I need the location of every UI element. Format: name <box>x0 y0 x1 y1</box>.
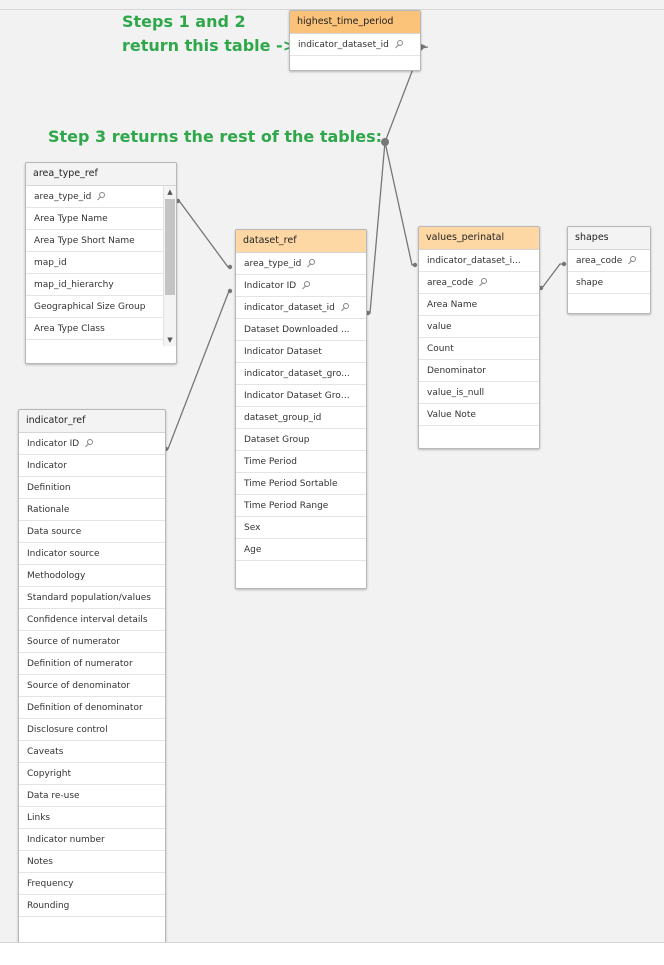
field-row[interactable]: Area Type Class <box>26 318 176 340</box>
key-icon <box>339 303 349 312</box>
field-row[interactable]: Count <box>419 338 539 360</box>
field-area-code[interactable]: area_code <box>419 272 539 294</box>
field-row[interactable]: map_id <box>26 252 176 274</box>
field-area-type-id[interactable]: area_type_id <box>236 253 366 275</box>
table-title: dataset_ref <box>236 230 366 253</box>
field-row[interactable]: Notes <box>19 851 165 873</box>
field-row[interactable]: Age <box>236 539 366 561</box>
key-icon <box>300 281 311 290</box>
steps-1-2-annotation-line1: Steps 1 and 2 <box>122 12 246 31</box>
field-row[interactable]: Indicator source <box>19 543 165 565</box>
table-scrollbar[interactable]: ▲ ▼ <box>163 186 176 346</box>
key-icon <box>83 439 94 448</box>
field-row[interactable]: Dataset Group <box>236 429 366 451</box>
table-dataset-ref[interactable]: dataset_ref area_type_id Indicator ID in… <box>235 229 367 589</box>
table-title: shapes <box>568 227 650 250</box>
field-row[interactable]: Area Name <box>419 294 539 316</box>
table-indicator-ref[interactable]: indicator_ref Indicator ID Indicator Def… <box>18 409 166 956</box>
field-row[interactable]: Confidence interval details <box>19 609 165 631</box>
key-icon <box>305 259 316 268</box>
step-3-annotation: Step 3 returns the rest of the tables: <box>48 127 382 146</box>
field-row[interactable]: Time Period Range <box>236 495 366 517</box>
table-highest-time-period[interactable]: highest_time_period indicator_dataset_id <box>289 10 421 71</box>
field-row[interactable]: Source of numerator <box>19 631 165 653</box>
field-row[interactable]: Caveats <box>19 741 165 763</box>
table-values-perinatal[interactable]: values_perinatal indicator_dataset_i... … <box>418 226 540 449</box>
field-row[interactable]: Standard population/values <box>19 587 165 609</box>
key-icon <box>393 40 403 49</box>
field-row[interactable]: value <box>419 316 539 338</box>
field-row[interactable]: shape <box>568 272 650 294</box>
field-row[interactable]: dataset_group_id <box>236 407 366 429</box>
link-hub-dataset <box>366 141 386 314</box>
field-row[interactable]: Indicator Dataset <box>236 341 366 363</box>
field-area-type-id[interactable]: area_type_id <box>26 186 176 208</box>
field-row[interactable]: Source of denominator <box>19 675 165 697</box>
field-area-code[interactable]: area_code <box>568 250 650 272</box>
bottom-bar <box>0 942 664 965</box>
top-divider <box>0 9 664 10</box>
field-row[interactable]: map_id_hierarchy <box>26 274 176 296</box>
field-row[interactable]: Dataset Downloaded ... <box>236 319 366 341</box>
field-row[interactable]: Denominator <box>419 360 539 382</box>
field-row[interactable]: Time Period Sortable <box>236 473 366 495</box>
field-row[interactable]: Definition <box>19 477 165 499</box>
link-hub-values <box>384 141 417 266</box>
key-icon <box>95 192 106 201</box>
chevron-down-icon[interactable]: ▼ <box>167 336 173 344</box>
field-row[interactable]: Time Period <box>236 451 366 473</box>
field-row[interactable]: Value Note <box>419 404 539 426</box>
field-row[interactable]: Area Type Name <box>26 208 176 230</box>
field-row[interactable]: Definition of numerator <box>19 653 165 675</box>
table-shapes[interactable]: shapes area_code shape <box>567 226 651 314</box>
field-row[interactable]: Indicator Dataset Group <box>236 385 366 407</box>
table-title: indicator_ref <box>19 410 165 433</box>
field-row[interactable]: Rationale <box>19 499 165 521</box>
field-row[interactable]: Methodology <box>19 565 165 587</box>
field-indicator-dataset-id[interactable]: indicator_dataset_id <box>236 297 366 319</box>
field-row[interactable]: Sex <box>236 517 366 539</box>
field-row[interactable]: Area Type Short Name <box>26 230 176 252</box>
field-row[interactable]: Indicator number <box>19 829 165 851</box>
field-indicator-id[interactable]: Indicator ID <box>19 433 165 455</box>
field-row[interactable]: Rounding <box>19 895 165 917</box>
link-area-type <box>175 200 232 268</box>
table-title: values_perinatal <box>419 227 539 250</box>
field-row[interactable]: Geographical Size Group <box>26 296 176 318</box>
field-row[interactable]: Copyright <box>19 763 165 785</box>
scrollbar-thumb[interactable] <box>165 199 175 295</box>
link-hub-dot <box>381 138 389 146</box>
link-area-code <box>539 263 566 289</box>
field-row[interactable]: value_is_null <box>419 382 539 404</box>
field-row[interactable]: Frequency <box>19 873 165 895</box>
steps-1-2-annotation-line2: return this table -> <box>122 36 297 55</box>
key-icon <box>477 278 488 287</box>
field-row[interactable]: Definition of denominator <box>19 697 165 719</box>
table-title: area_type_ref <box>26 163 176 186</box>
field-row[interactable]: Data source <box>19 521 165 543</box>
field-indicator-dataset-id[interactable]: indicator_dataset_id <box>290 34 420 56</box>
field-row[interactable]: Disclosure control <box>19 719 165 741</box>
key-icon <box>626 256 637 265</box>
field-indicator-id[interactable]: Indicator ID <box>236 275 366 297</box>
field-row[interactable]: Indicator <box>19 455 165 477</box>
table-title: highest_time_period <box>290 11 420 34</box>
field-indicator-dataset-id[interactable]: indicator_dataset_i... <box>419 250 539 272</box>
table-area-type-ref[interactable]: area_type_ref area_type_id Area Type Nam… <box>25 162 177 364</box>
field-row[interactable]: indicator_dataset_gro... <box>236 363 366 385</box>
field-row[interactable]: Links <box>19 807 165 829</box>
chevron-up-icon[interactable]: ▲ <box>167 188 173 196</box>
field-row[interactable]: Data re-use <box>19 785 165 807</box>
